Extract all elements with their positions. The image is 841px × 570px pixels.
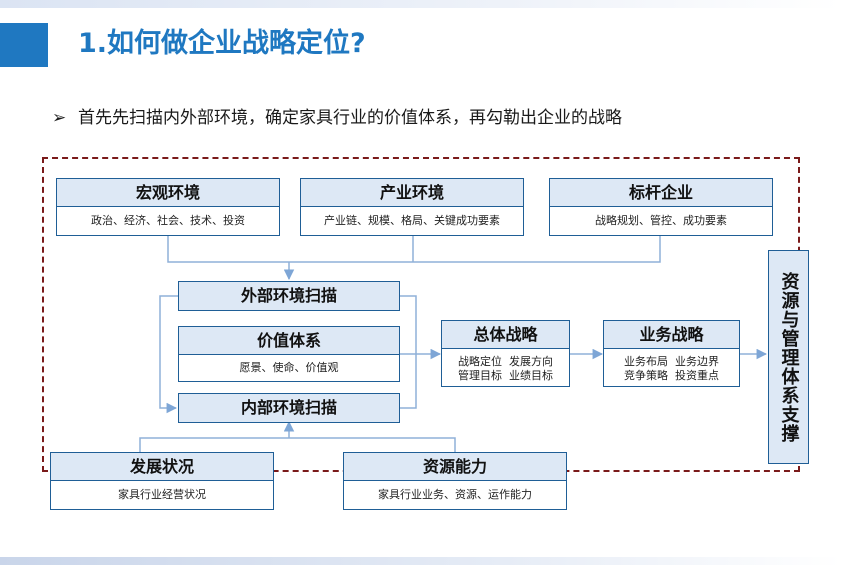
macro-environment-box: 宏观环境 政治、经济、社会、技术、投资: [56, 178, 280, 236]
development-status-desc: 家具行业经营状况: [118, 488, 206, 501]
resource-capability-desc: 家具行业业务、资源、运作能力: [378, 488, 532, 501]
business-strategy-desc-1: 业务布局 业务边界: [624, 355, 719, 368]
title-accent-block: [0, 23, 48, 67]
benchmark-company-box: 标杆企业 战略规划、管控、成功要素: [549, 178, 773, 236]
industry-environment-box: 产业环境 产业链、规模、格局、关键成功要素: [300, 178, 524, 236]
business-strategy-title: 业务战略: [604, 321, 739, 349]
development-status-box: 发展状况 家具行业经营状况: [50, 452, 274, 510]
overall-strategy-title: 总体战略: [442, 321, 569, 349]
value-system-box: 价值体系 愿景、使命、价值观: [178, 326, 400, 382]
resource-management-support-box: 资源与管理体系支撑: [768, 250, 809, 464]
development-status-title: 发展状况: [51, 453, 273, 481]
industry-environment-title: 产业环境: [301, 179, 523, 207]
resource-capability-title: 资源能力: [344, 453, 566, 481]
overall-strategy-desc-2: 管理目标 业绩目标: [458, 369, 553, 382]
internal-scan-box: 内部环境扫描: [178, 393, 400, 423]
benchmark-company-title: 标杆企业: [550, 179, 772, 207]
page-title: 1.如何做企业战略定位?: [78, 28, 366, 59]
bullet-arrow-icon: ➢: [52, 108, 67, 128]
overall-strategy-desc-1: 战略定位 发展方向: [458, 355, 553, 368]
resource-capability-box: 资源能力 家具行业业务、资源、运作能力: [343, 452, 567, 510]
industry-environment-desc: 产业链、规模、格局、关键成功要素: [324, 214, 500, 227]
macro-environment-desc: 政治、经济、社会、技术、投资: [91, 214, 245, 227]
business-strategy-desc-2: 竞争策略 投资重点: [624, 369, 719, 382]
benchmark-company-desc: 战略规划、管控、成功要素: [595, 214, 727, 227]
value-system-title: 价值体系: [179, 327, 399, 355]
top-decor-bar: [0, 0, 841, 8]
bottom-decor-bar: [0, 557, 841, 565]
value-system-desc: 愿景、使命、价值观: [239, 361, 339, 374]
external-scan-box: 外部环境扫描: [178, 281, 400, 311]
macro-environment-title: 宏观环境: [57, 179, 279, 207]
business-strategy-box: 业务战略 业务布局 业务边界 竞争策略 投资重点: [603, 320, 740, 387]
overall-strategy-box: 总体战略 战略定位 发展方向 管理目标 业绩目标: [441, 320, 570, 387]
subtitle-text: 首先先扫描内外部环境，确定家具行业的价值体系，再勾勒出企业的战略: [78, 108, 622, 128]
